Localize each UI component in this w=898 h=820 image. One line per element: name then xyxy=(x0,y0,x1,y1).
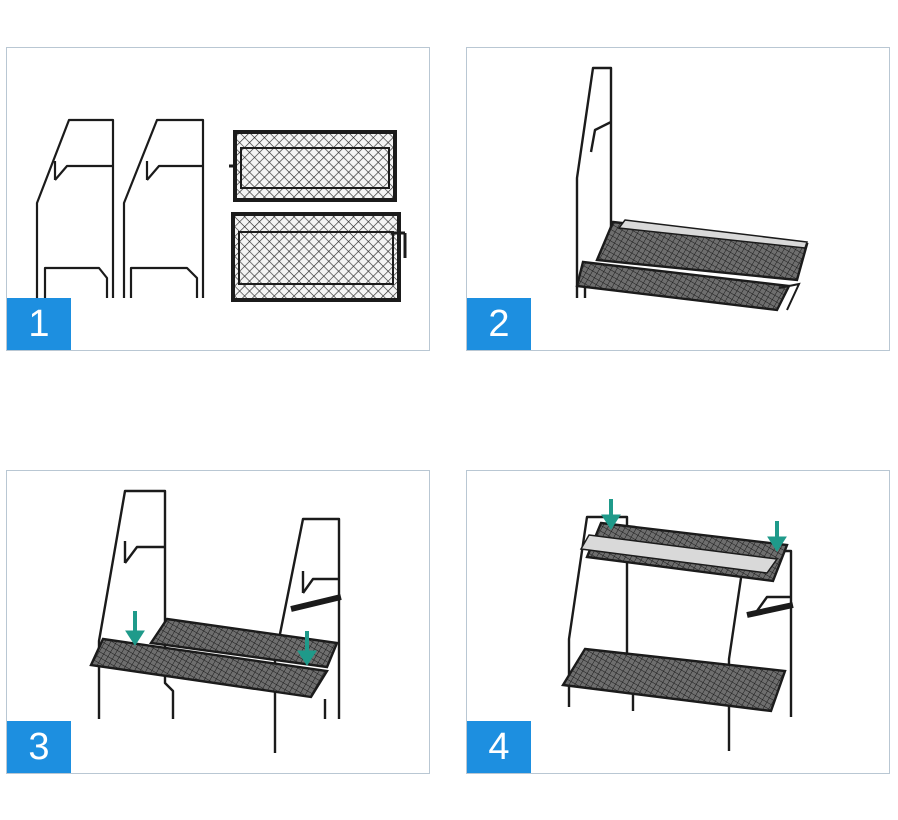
cross-bar xyxy=(290,594,342,612)
side-frame-right xyxy=(122,118,205,298)
mesh-basket-lower xyxy=(89,637,329,699)
side-frame-left xyxy=(97,489,175,719)
down-arrow-icon xyxy=(297,631,317,666)
side-frame-right xyxy=(273,517,341,753)
step-4-panel: 4 xyxy=(466,470,890,774)
step-4-illustration xyxy=(561,499,794,751)
side-frame-right xyxy=(727,549,793,751)
step-number-badge: 3 xyxy=(7,721,71,773)
step-number-badge: 2 xyxy=(467,298,531,350)
step-2-illustration xyxy=(575,66,809,312)
step-1-panel: 1 xyxy=(6,47,430,351)
cross-bar xyxy=(746,602,794,618)
mesh-basket-upper xyxy=(579,521,789,583)
step-3-illustration xyxy=(89,489,342,753)
down-arrow-icon xyxy=(125,611,145,646)
mesh-basket-upper xyxy=(595,219,809,282)
down-arrow-icon xyxy=(767,521,787,552)
down-arrow-icon xyxy=(601,499,621,530)
mesh-basket-lower xyxy=(575,260,801,312)
mesh-basket-upper xyxy=(148,617,339,669)
mesh-basket-bottom xyxy=(231,212,407,302)
step-number-badge: 4 xyxy=(467,721,531,773)
step-1-illustration xyxy=(35,118,407,302)
step-3-panel: 3 xyxy=(6,470,430,774)
step-number-badge: 1 xyxy=(7,298,71,350)
mesh-basket-top xyxy=(229,130,397,202)
mesh-basket-lower xyxy=(561,647,787,713)
step-2-panel: 2 xyxy=(466,47,890,351)
side-frame-left xyxy=(35,118,115,298)
